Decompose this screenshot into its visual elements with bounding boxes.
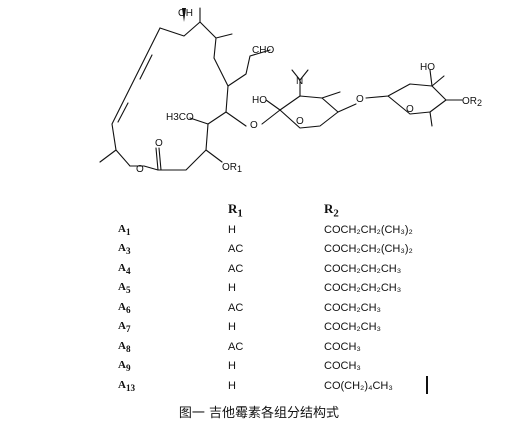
r1-value: H	[228, 282, 236, 295]
r1-value: AC	[228, 301, 244, 314]
chemical-structure: OH CHO N HO O O O HO O OR2 H3CO O O OR1	[99, 7, 482, 175]
header-r1-sub: 1	[237, 207, 243, 220]
r1-value: AC	[228, 340, 244, 353]
r2-value: COCH₂CH₃	[324, 321, 382, 334]
ho-label-sugar2: HO	[420, 62, 435, 73]
r2-value: COCH₂CH₂CH₃	[324, 262, 402, 275]
r2-value: COCH₃	[324, 340, 361, 353]
table-row: A4 AC COCH₂CH₂CH₃	[118, 259, 444, 279]
compound-id: A8	[118, 339, 131, 354]
r2-value: COCH₂CH₂(CH₃)₂	[324, 243, 413, 256]
table-row: A3 AC COCH₂CH₂(CH₃)₂	[118, 240, 444, 260]
glycosidic-oxygen-1: O	[250, 120, 258, 131]
header-r2: R2	[324, 200, 339, 220]
table-row: A8 AC COCH₃	[118, 337, 444, 357]
r2-value: COCH₂CH₂(CH₃)₂	[324, 223, 413, 236]
r1-value: H	[228, 379, 236, 392]
r2-value: CO(CH₂)₄CH₃	[324, 379, 393, 392]
methoxy-label: H3CO	[166, 112, 194, 123]
table-row: A6 AC COCH₂CH₃	[118, 298, 444, 318]
or2-label: OR	[462, 96, 477, 107]
compound-id: A1	[118, 222, 131, 237]
table-row: A1 H COCH₂CH₂(CH₃)₂	[118, 220, 444, 240]
macrolide-ring	[99, 7, 271, 171]
ester-oxygen: O	[136, 164, 144, 175]
text-cursor	[426, 376, 428, 394]
header-r2-sub: 2	[333, 207, 339, 220]
ring-oxygen-2: O	[406, 104, 414, 115]
r2-value: COCH₂CH₃	[324, 301, 382, 314]
svg-text:OR1: OR1	[222, 162, 242, 174]
or2-subscript: 2	[477, 98, 482, 108]
nme2-label: N	[296, 76, 303, 87]
table-row: A5 H COCH₂CH₂CH₃	[118, 279, 444, 299]
or1-label: OR	[222, 162, 237, 173]
figure-caption: 图一 吉他霉素各组分结构式	[178, 406, 340, 421]
compound-id: A3	[118, 242, 131, 257]
glycosidic-oxygen-2: O	[356, 94, 364, 105]
compound-id: A7	[118, 320, 131, 335]
carbonyl-oxygen: O	[155, 138, 163, 149]
oh-label-top: OH	[178, 8, 193, 19]
cho-label: CHO	[252, 45, 274, 56]
ring-oxygen-1: O	[296, 116, 304, 127]
compound-id: A4	[118, 261, 131, 276]
table-row: A13 H CO(CH₂)₄CH₃	[118, 376, 444, 396]
r1-value: H	[228, 360, 236, 373]
table-header-row: R1 R2	[118, 200, 444, 220]
sugar-ring-2	[365, 69, 463, 127]
table-row: A9 H COCH₃	[118, 357, 444, 377]
sugar-ring-1	[261, 69, 357, 129]
compound-id: A13	[118, 378, 136, 393]
r1-value: AC	[228, 262, 244, 275]
r2-value: COCH₃	[324, 360, 361, 373]
header-id	[118, 200, 228, 220]
header-r1: R1	[228, 200, 243, 220]
r1-value: H	[228, 321, 236, 334]
r1-value: H	[228, 223, 236, 236]
r2-value: COCH₂CH₂CH₃	[324, 282, 402, 295]
svg-text:OR2: OR2	[462, 96, 482, 108]
r1-value: AC	[228, 243, 244, 256]
compound-id: A5	[118, 281, 131, 296]
table-row: A7 H COCH₂CH₃	[118, 318, 444, 338]
or1-subscript: 1	[237, 164, 242, 174]
ho-label-sugar1: HO	[252, 95, 267, 106]
compound-id: A6	[118, 300, 131, 315]
compound-id: A9	[118, 359, 131, 374]
